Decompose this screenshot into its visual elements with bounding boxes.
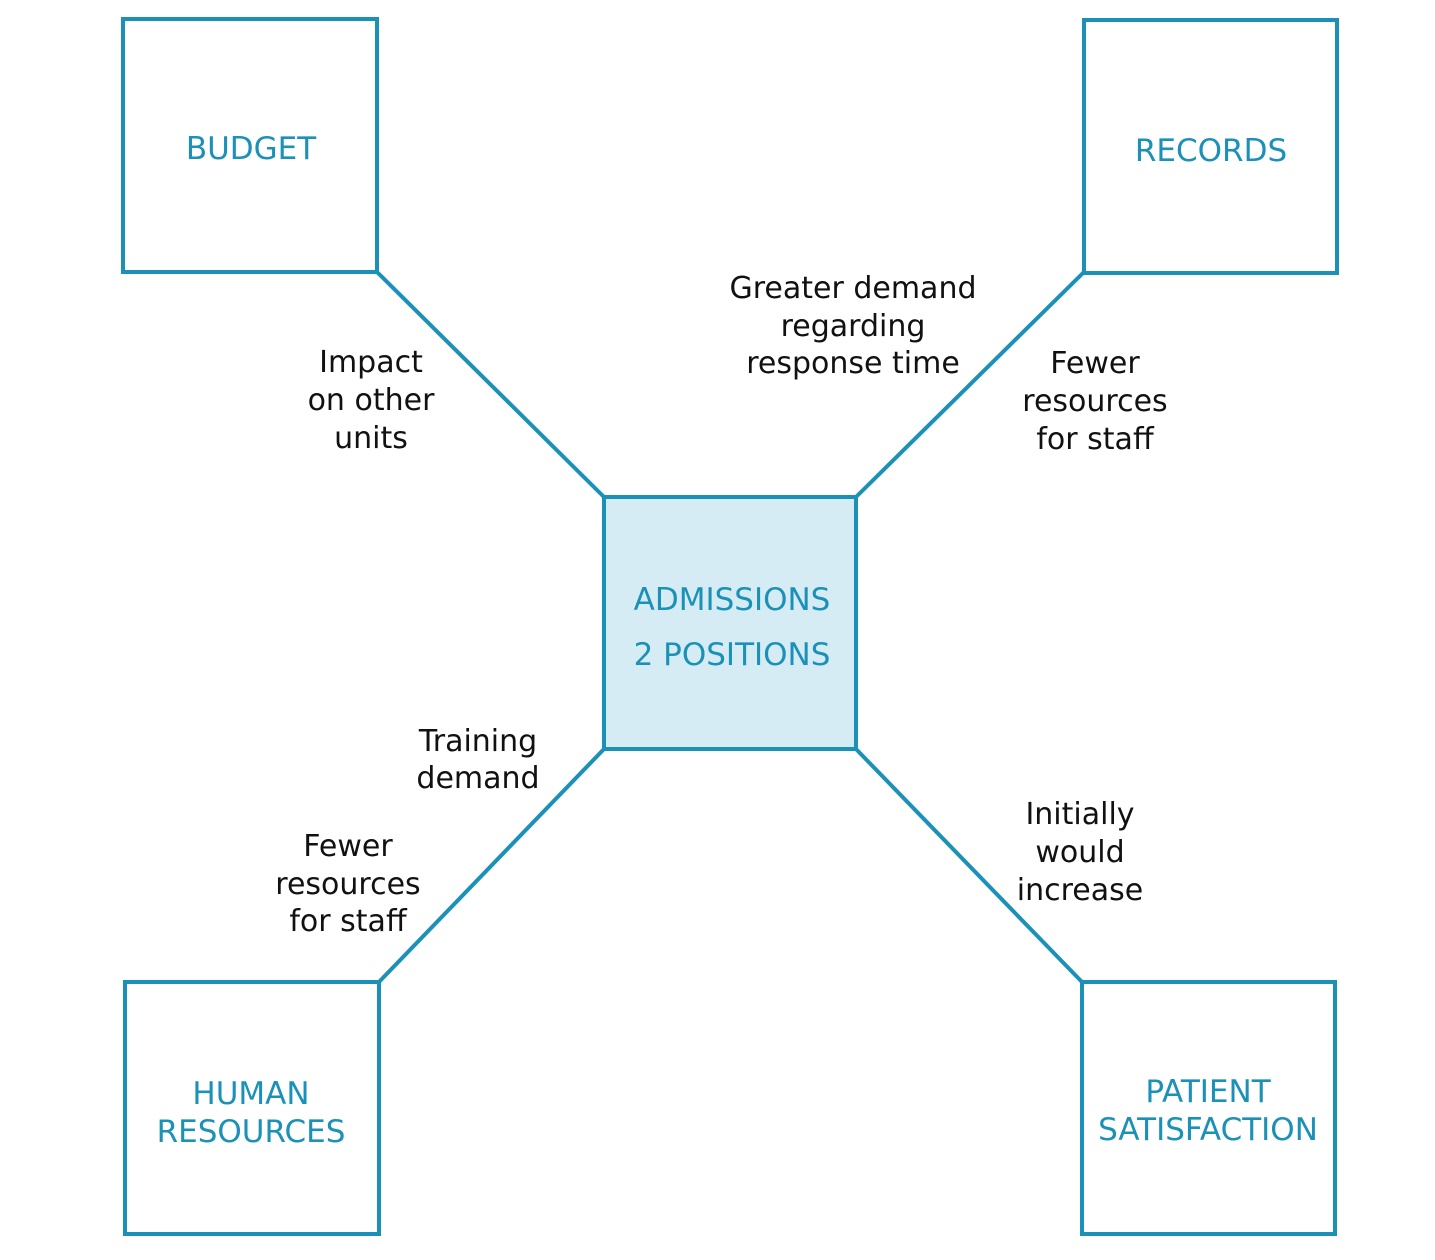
records-demand-line3: response time: [746, 346, 960, 381]
records-resources-line2: resources: [1022, 384, 1167, 419]
human-resources-label-line2: RESOURCES: [157, 1114, 346, 1150]
budget-label: BUDGET: [186, 131, 317, 167]
budget-impact-line1: Impact: [319, 345, 423, 380]
patient-satisfaction-label-line2: SATISFACTION: [1098, 1112, 1318, 1148]
records-box: [1082, 18, 1339, 275]
patient-increase-line1: Initially: [1025, 797, 1134, 832]
admissions-box: [602, 495, 858, 751]
human-resources-label-line1: HUMAN: [192, 1076, 309, 1112]
admissions-label-line2: 2 POSITIONS: [634, 637, 831, 673]
hr-resources-line2: resources: [275, 867, 420, 902]
human-resources-box: [123, 980, 381, 1236]
records-demand-line2: regarding: [781, 309, 926, 344]
hr-training-line1: Training: [418, 724, 537, 759]
records-resources-line1: Fewer: [1050, 346, 1140, 381]
budget-impact-line2: on other: [308, 383, 435, 418]
patient-satisfaction-box: [1080, 980, 1337, 1236]
connector-hr-admissions: [377, 747, 606, 984]
records-demand-line1: Greater demand: [729, 271, 976, 306]
records-resources-line3: for staff: [1036, 422, 1155, 457]
admissions-label-line1: ADMISSIONS: [634, 582, 831, 618]
hr-training-line2: demand: [416, 761, 539, 796]
connector-patient-admissions: [854, 747, 1084, 984]
patient-satisfaction-label-line1: PATIENT: [1145, 1074, 1271, 1110]
budget-box: [121, 17, 379, 274]
records-label: RECORDS: [1135, 133, 1287, 169]
patient-increase-line2: would: [1035, 835, 1124, 870]
connector-records-admissions: [854, 270, 1086, 499]
hr-resources-line3: for staff: [289, 904, 408, 939]
budget-impact-line3: units: [334, 421, 408, 456]
hr-resources-line1: Fewer: [303, 829, 393, 864]
connector-budget-admissions: [375, 270, 606, 499]
patient-increase-line3: increase: [1017, 873, 1143, 908]
